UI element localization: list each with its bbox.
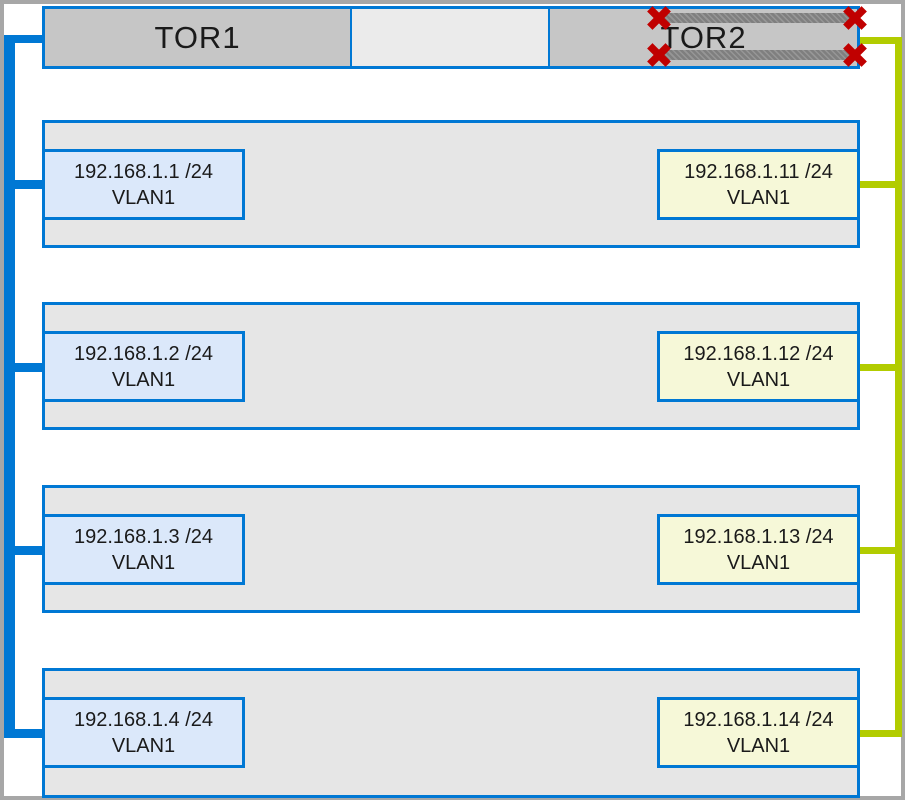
server-row-4: 192.168.1.4 /24 VLAN1 192.168.1.14 /24 V…: [42, 668, 860, 798]
nic-ip: 192.168.1.4 /24: [73, 708, 213, 731]
link-failed-x-icon: [842, 5, 868, 31]
nic-ip: 192.168.1.13 /24: [683, 525, 834, 548]
inter-tor-link-1: [659, 13, 855, 23]
server1-nic-tor1: 192.168.1.1 /24 VLAN1: [42, 149, 245, 220]
tor2-trunk-line: [895, 37, 902, 737]
tor2-link-server2: [858, 364, 902, 371]
server3-nic-tor2: 192.168.1.13 /24 VLAN1: [657, 514, 860, 585]
tor1-link-server2: [4, 363, 45, 372]
link-failed-x-icon: [646, 5, 672, 31]
tor2-label: TOR2: [660, 20, 747, 55]
nic-vlan: VLAN1: [726, 368, 791, 391]
nic-vlan: VLAN1: [111, 186, 176, 209]
tor2-link-server3: [858, 547, 902, 554]
server-row-1: 192.168.1.1 /24 VLAN1 192.168.1.11 /24 V…: [42, 120, 860, 248]
tor-switch-pair: TOR1 TOR2: [42, 6, 867, 69]
server4-nic-tor1: 192.168.1.4 /24 VLAN1: [42, 697, 245, 768]
nic-ip: 192.168.1.11 /24: [684, 160, 833, 183]
nic-ip: 192.168.1.12 /24: [683, 342, 834, 365]
tor1-trunk-line: [4, 35, 15, 738]
nic-vlan: VLAN1: [111, 734, 176, 757]
nic-vlan: VLAN1: [111, 551, 176, 574]
server4-nic-tor2: 192.168.1.14 /24 VLAN1: [657, 697, 860, 768]
server1-nic-tor2: 192.168.1.11 /24 VLAN1: [657, 149, 860, 220]
tor1-uplink-connector: [4, 35, 45, 43]
tor1-link-server1: [4, 180, 45, 189]
server-row-3: 192.168.1.3 /24 VLAN1 192.168.1.13 /24 V…: [42, 485, 860, 613]
tor2-link-server1: [858, 181, 902, 188]
server3-nic-tor1: 192.168.1.3 /24 VLAN1: [42, 514, 245, 585]
tor2-uplink-connector: [858, 37, 902, 44]
inter-tor-link-2: [659, 50, 855, 60]
nic-ip: 192.168.1.3 /24: [73, 525, 213, 548]
nic-vlan: VLAN1: [726, 551, 791, 574]
inter-tor-link-area: [350, 6, 867, 67]
nic-vlan: VLAN1: [726, 186, 791, 209]
nic-vlan: VLAN1: [726, 734, 791, 757]
link-failed-x-icon: [646, 42, 672, 68]
nic-ip: 192.168.1.1 /24: [73, 160, 213, 183]
tor2-link-server4: [858, 730, 902, 737]
nic-vlan: VLAN1: [111, 368, 176, 391]
tor1-link-server4: [4, 729, 45, 738]
link-failed-x-icon: [842, 42, 868, 68]
tor1-label: TOR1: [154, 20, 241, 55]
server2-nic-tor2: 192.168.1.12 /24 VLAN1: [657, 331, 860, 402]
nic-ip: 192.168.1.14 /24: [683, 708, 834, 731]
server2-nic-tor1: 192.168.1.2 /24 VLAN1: [42, 331, 245, 402]
server-row-2: 192.168.1.2 /24 VLAN1 192.168.1.12 /24 V…: [42, 302, 860, 430]
nic-ip: 192.168.1.2 /24: [73, 342, 213, 365]
tor1-link-server3: [4, 546, 45, 555]
